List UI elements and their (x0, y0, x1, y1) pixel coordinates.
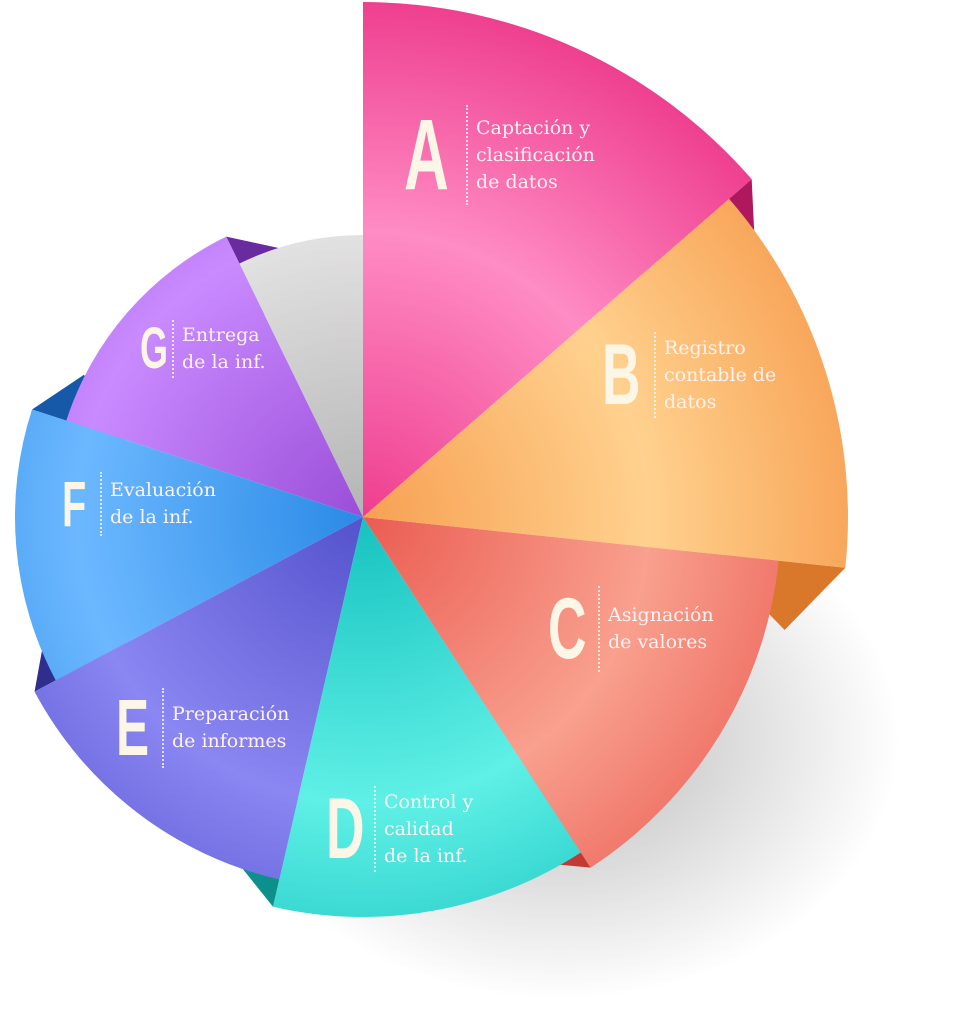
segment-letter: E (116, 683, 150, 772)
segment-a-label: A Captación y clasificación de datos (404, 105, 595, 205)
segment-description: Control y calidad de la inf. (384, 790, 474, 867)
segment-description: Preparación de informes (172, 703, 290, 752)
segment-g-wedge (66, 236, 363, 517)
segment-letter: A (404, 99, 449, 211)
segment-description: Entrega de la inf. (182, 324, 266, 373)
segment-letter: C (548, 581, 587, 677)
segment-e-wedge (34, 517, 364, 880)
segment-a-wedge (363, 2, 752, 517)
segment-d-wedge (273, 517, 581, 917)
segment-letter: B (602, 327, 641, 423)
divider (162, 688, 164, 768)
segment-f-wedge (15, 409, 363, 681)
divider (654, 332, 656, 418)
divider (100, 472, 102, 536)
segment-b-wedge (363, 198, 849, 568)
segment-letter: F (62, 468, 87, 540)
segment-letter: D (326, 781, 365, 877)
segment-d-label: D Control y calidad de la inf. (326, 786, 473, 872)
divider (172, 320, 174, 378)
segment-e-label: E Preparación de informes (116, 688, 289, 768)
segment-description: Asignación de valores (608, 604, 714, 653)
segment-f-label: F Evaluación de la inf. (62, 472, 216, 536)
center-wedge (239, 235, 363, 517)
segment-description: Registro contable de datos (664, 336, 777, 413)
segment-c-label: C Asignación de valores (548, 586, 714, 672)
segment-letter: G (140, 316, 168, 381)
divider (374, 786, 376, 872)
segment-g-label: G Entrega de la inf. (140, 320, 266, 378)
divider (466, 105, 468, 205)
segment-description: Evaluación de la inf. (110, 479, 216, 528)
segment-b-label: B Registro contable de datos (602, 332, 776, 418)
divider (598, 586, 600, 672)
segment-c-wedge (363, 517, 779, 868)
segment-description: Captación y clasificación de datos (476, 116, 595, 193)
